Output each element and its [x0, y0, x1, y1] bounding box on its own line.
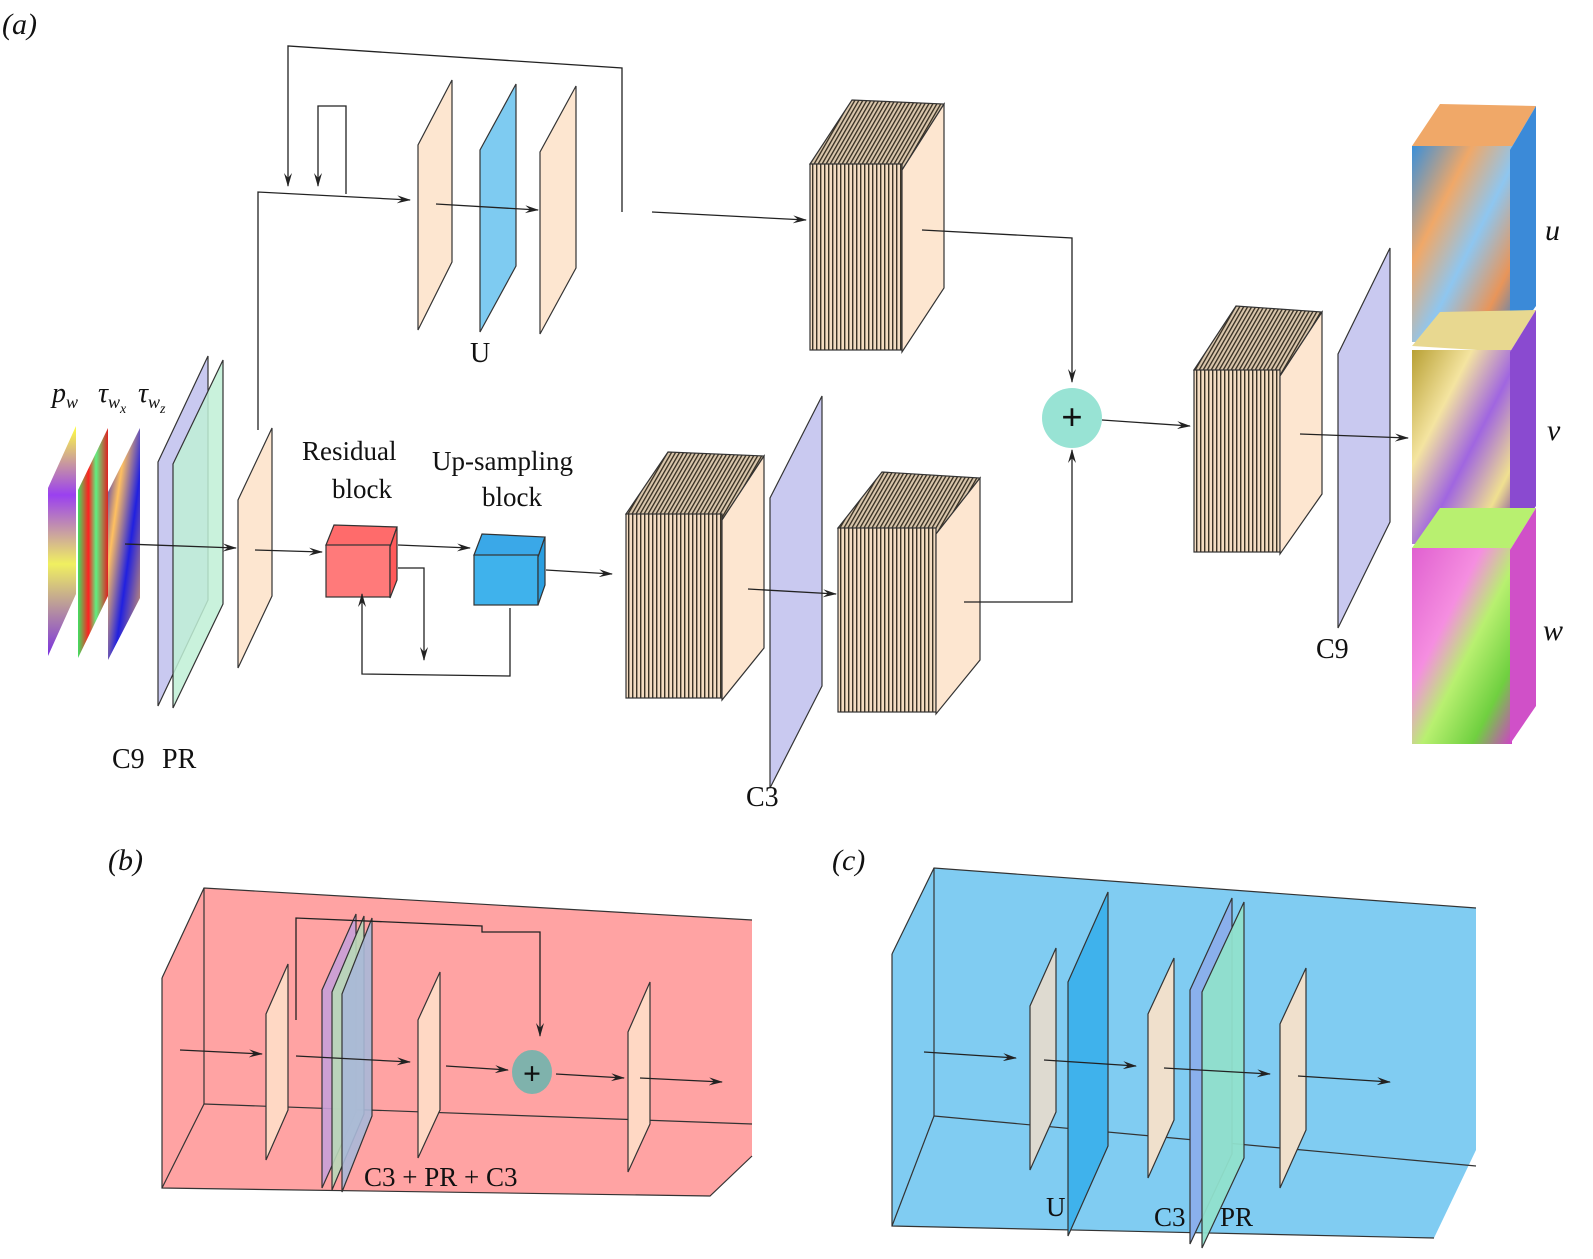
output-cube-w [1412, 508, 1536, 744]
arrow-upper-mid [435, 203, 539, 214]
panel-a: (a) pw τwx τwz C9 PR U [2, 8, 1563, 813]
b-arrow-plus-out [555, 1073, 625, 1082]
label-pr-left: PR [162, 744, 197, 775]
arrow-to-output [1299, 433, 1409, 442]
input-tauz-map [108, 428, 140, 660]
inner-loop-connection [314, 105, 347, 194]
feature-map-1 [237, 427, 273, 669]
input-label-pw: pw [50, 378, 78, 412]
panel-c: (c) U C3 PR [832, 844, 1477, 1249]
c-arrow-to-feature-2 [1043, 1059, 1137, 1070]
arrow-residual-down [398, 567, 428, 661]
arrow-input-to-feature [124, 543, 237, 552]
b-feature-map-3 [627, 981, 651, 1173]
plus-sign: + [1061, 397, 1083, 439]
output-cube-u [1412, 104, 1536, 342]
c-prelu-plane [1201, 901, 1245, 1249]
c-label-u: U [1046, 1192, 1066, 1222]
arrow-lower-to-plus [964, 449, 1076, 603]
arrow-upper-to-plus [921, 229, 1076, 383]
label-upsampling-block: block [482, 482, 542, 512]
residual-block-cube[interactable] [325, 524, 398, 599]
label-residual-block: block [332, 474, 392, 504]
b-conv3-plane-2 [341, 917, 373, 1193]
input-fields: pw τwx τwz [48, 378, 166, 660]
label-c9-right: C9 [1316, 634, 1349, 665]
label-residual: Residual [302, 436, 397, 466]
arrow-loop-back-residual [358, 593, 511, 677]
arrow-upsampling-to-stack [545, 569, 613, 578]
output-label-u: u [1545, 214, 1560, 247]
loop-connection-upper [284, 45, 623, 212]
b-arrow-in [179, 1049, 263, 1058]
b-arrow-out [639, 1077, 723, 1086]
conv9-plane-right [1337, 247, 1391, 629]
output-label-v: v [1547, 414, 1561, 447]
arrow-stack1-to-stack2 [747, 588, 837, 598]
arrow-feature-to-residual [254, 547, 323, 556]
c-arrow-to-feature-3 [1163, 1067, 1271, 1078]
arrow-plus-to-stack [1101, 419, 1191, 430]
label-upsampling: Up-sampling [432, 446, 573, 476]
lower-feature-stack-2 [836, 471, 982, 716]
upper-feature-map-1 [417, 79, 453, 331]
upsampling-block-cube[interactable] [473, 533, 546, 606]
c-feature-map-3 [1279, 967, 1307, 1189]
label-c9-left: C9 [112, 744, 145, 775]
c-label-c3: C3 [1154, 1202, 1186, 1232]
input-label-tauz: τwz [138, 378, 166, 417]
b-skip-connection [295, 917, 544, 1037]
sum-node: + [1042, 388, 1102, 448]
upper-feature-map-2 [539, 85, 577, 335]
residual-block-box [162, 888, 752, 1196]
c-upsample-plane [1067, 891, 1109, 1237]
label-u-top: U [470, 338, 490, 369]
c-arrow-in [923, 1051, 1017, 1062]
upper-feature-stack [808, 99, 946, 355]
b-plus-sign: + [523, 1055, 541, 1091]
b-sum-node: + [512, 1050, 552, 1094]
c-feature-map-2 [1147, 957, 1175, 1179]
b-feature-map-2 [417, 971, 441, 1159]
arrow-residual-to-upsampling [397, 543, 471, 552]
input-taux-map [78, 428, 108, 658]
c-label-pr: PR [1220, 1202, 1253, 1232]
panel-b-label: (b) [108, 844, 143, 877]
b-arrow-through-conv [295, 1055, 411, 1066]
c-feature-map-1 [1029, 947, 1057, 1171]
b-arrow-to-plus [445, 1065, 509, 1074]
input-label-taux: τwx [98, 378, 127, 417]
skip-connection-upper [257, 191, 411, 430]
panel-a-label: (a) [2, 8, 37, 41]
input-pw-map [48, 426, 76, 656]
upsampling-block-box [892, 868, 1476, 1238]
arrow-upper-to-stack [651, 211, 807, 224]
panel-c-label: (c) [832, 844, 865, 877]
right-feature-stack [1192, 305, 1324, 556]
label-c3: C3 [746, 782, 779, 813]
prelu-plane-left [172, 359, 224, 709]
c-arrow-out [1297, 1075, 1391, 1086]
lower-feature-stack-1 [624, 451, 766, 702]
output-label-w: w [1543, 614, 1563, 647]
b-caption: C3 + PR + C3 [364, 1162, 518, 1192]
b-feature-map-1 [265, 963, 289, 1161]
panel-b: (b) + C3 + PR + C3 [108, 844, 753, 1197]
